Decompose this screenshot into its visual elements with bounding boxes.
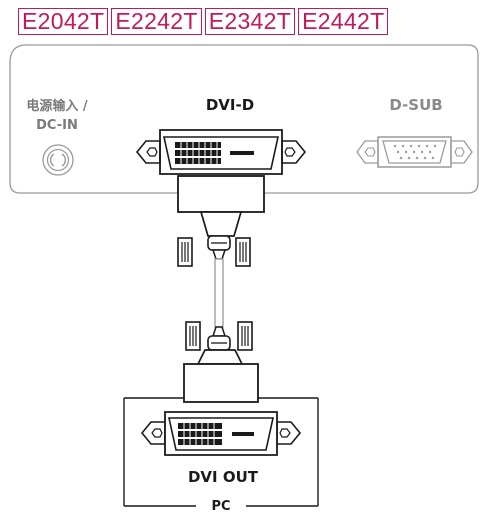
dvi-d-port xyxy=(135,129,307,175)
model-label: E2242T xyxy=(111,8,202,35)
model-label: E2442T xyxy=(298,8,389,35)
dc-in-label: 电源输入 / DC-IN xyxy=(22,97,92,135)
model-list: E2042T E2242T E2342T E2442T xyxy=(18,8,389,35)
model-label: E2342T xyxy=(204,8,296,35)
dc-in-jack xyxy=(42,144,74,176)
dvi-out-port xyxy=(140,411,302,456)
dvi-cable xyxy=(214,258,224,328)
dvi-cable-plug-upper xyxy=(177,175,265,267)
dvi-d-label: DVI-D xyxy=(205,96,255,114)
dc-in-label-line2: DC-IN xyxy=(36,118,78,133)
pc-bracket xyxy=(123,397,319,507)
d-sub-port xyxy=(356,136,473,168)
dvi-cable-plug-lower xyxy=(183,321,259,403)
pc-label: PC xyxy=(196,499,246,514)
d-sub-label: D-SUB xyxy=(389,96,443,114)
model-label: E2042T xyxy=(18,8,109,35)
monitor-rear-panel xyxy=(9,44,479,194)
dvi-out-label: DVI OUT xyxy=(187,468,259,486)
dc-in-label-line1: 电源输入 / xyxy=(26,99,88,114)
